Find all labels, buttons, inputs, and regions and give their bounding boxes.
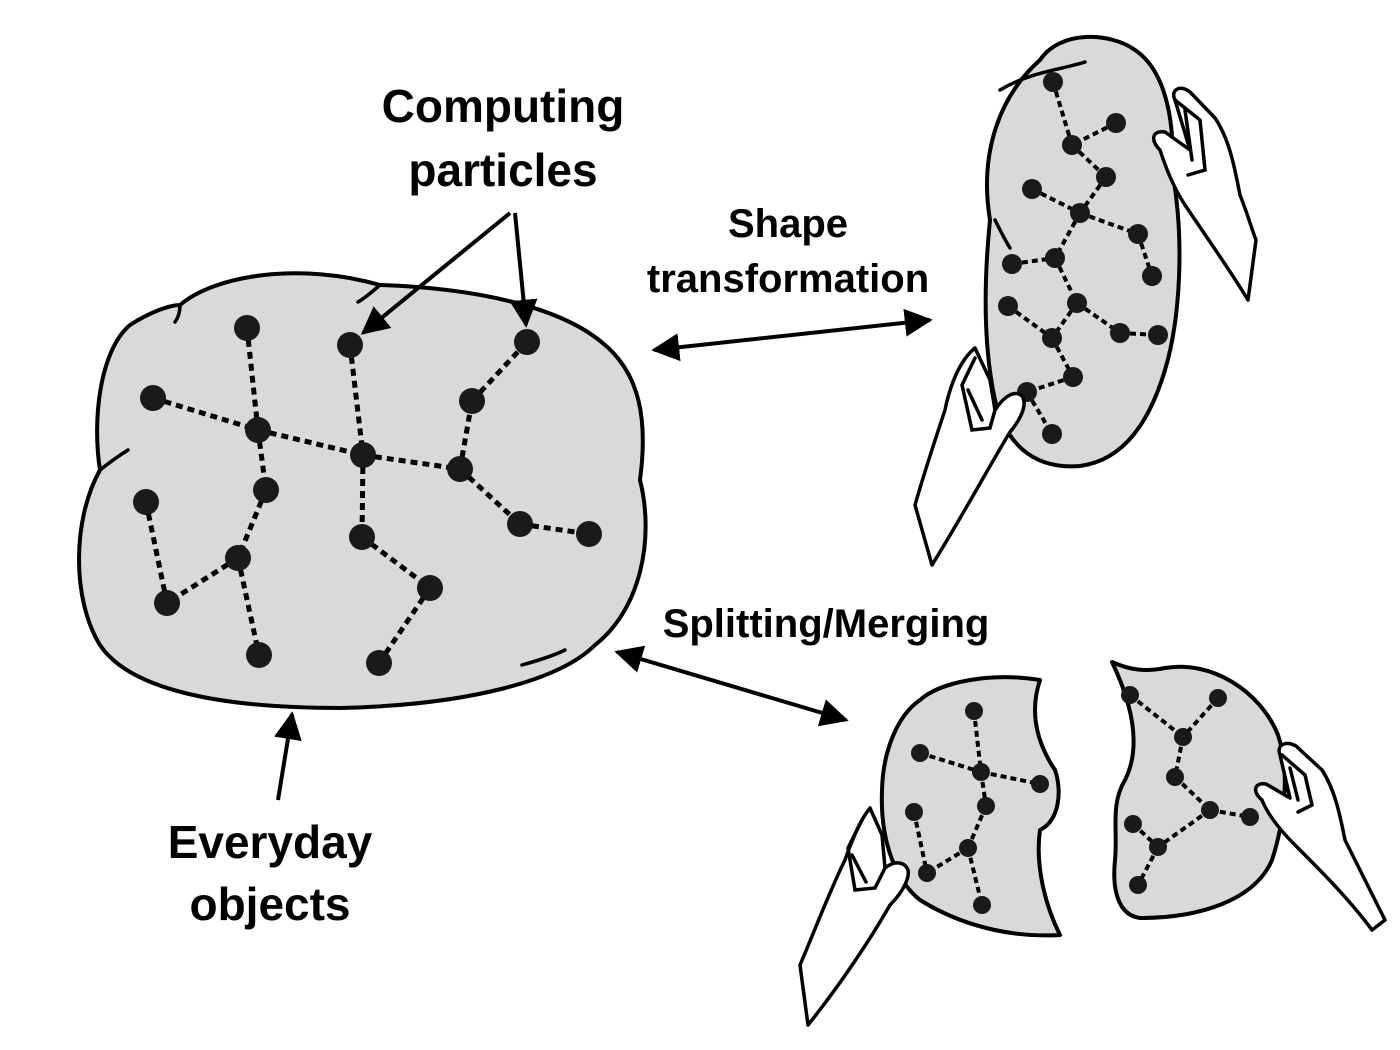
particle [349, 524, 375, 550]
particle [1241, 808, 1259, 826]
particle [1149, 838, 1167, 856]
particle [965, 702, 983, 720]
particle [1121, 686, 1139, 704]
particle [977, 797, 995, 815]
particle [1166, 768, 1184, 786]
particle [1110, 323, 1130, 343]
particle [1045, 248, 1065, 268]
particle [998, 296, 1018, 316]
transformed-object [913, 34, 1258, 567]
pointer-arrow-object [274, 711, 302, 801]
particle [140, 385, 166, 411]
computing-particles-label-line2: particles [408, 144, 597, 196]
hand-icon-bottom-split-right [1253, 741, 1387, 932]
particle [133, 489, 159, 515]
particle [1043, 72, 1063, 92]
splitting-merging-label: Splitting/Merging [663, 602, 990, 646]
particle [1070, 203, 1090, 223]
particle [576, 521, 602, 547]
particle [918, 864, 936, 882]
split-object-right [1110, 660, 1387, 932]
shape-transformation-label: Shape transformation [647, 202, 929, 301]
particle [1096, 167, 1116, 187]
shape-transformation-label-line1: Shape [728, 202, 848, 246]
particle [154, 590, 180, 616]
particle [417, 575, 443, 601]
particle [1142, 266, 1162, 286]
pointer-arrow-particle-a [360, 211, 512, 335]
particle [972, 763, 990, 781]
particle [1106, 113, 1126, 133]
particle [350, 442, 376, 468]
particle [225, 545, 251, 571]
everyday-objects-label: Everyday objects [168, 816, 373, 930]
particle [1022, 179, 1042, 199]
particle [1128, 224, 1148, 244]
computing-particles-label-line1: Computing [382, 80, 625, 132]
particle [1148, 325, 1168, 345]
everyday-objects-label-line2: objects [189, 878, 350, 930]
transformed-network-particles [998, 72, 1168, 444]
splitting-merging-arrow [614, 645, 849, 727]
main-network-particles [133, 315, 602, 676]
particle [1201, 801, 1219, 819]
particle [1209, 689, 1227, 707]
particle [959, 839, 977, 857]
particle [337, 332, 363, 358]
particle [514, 329, 540, 355]
split-object-left [798, 675, 1062, 1027]
particle [1042, 328, 1062, 348]
pointer-arrow-particle-b [509, 212, 538, 328]
particle [253, 477, 279, 503]
particle [1042, 424, 1062, 444]
particle [234, 315, 260, 341]
particle [1062, 135, 1082, 155]
particle [973, 896, 991, 914]
computing-particles-label: Computing particles [382, 80, 625, 196]
everyday-objects-label-line1: Everyday [168, 816, 373, 868]
particle [507, 511, 533, 537]
main-network-edges [143, 327, 590, 665]
particle [1063, 367, 1083, 387]
main-object [77, 271, 648, 710]
particle [1174, 728, 1192, 746]
particle [459, 388, 485, 414]
split-right-particles [1121, 686, 1259, 894]
hand-icon-top-right [1152, 86, 1258, 302]
hand-icon-bottom-split-left [798, 806, 910, 1027]
particle [246, 642, 272, 668]
transformed-object-shape [983, 34, 1182, 469]
particle [1031, 775, 1049, 793]
main-object-shape [77, 271, 648, 710]
particle [1124, 815, 1142, 833]
split-left-particles [905, 702, 1049, 914]
particle [447, 456, 473, 482]
shape-transformation-arrow [651, 308, 933, 362]
particle [1067, 293, 1087, 313]
hand-icon-bottom-left [913, 346, 1026, 567]
particle [905, 803, 923, 821]
particle [1129, 876, 1147, 894]
particle [245, 417, 271, 443]
particle [1002, 254, 1022, 274]
particle [366, 650, 392, 676]
shape-transformation-label-line2: transformation [647, 257, 929, 301]
particle [911, 744, 929, 762]
